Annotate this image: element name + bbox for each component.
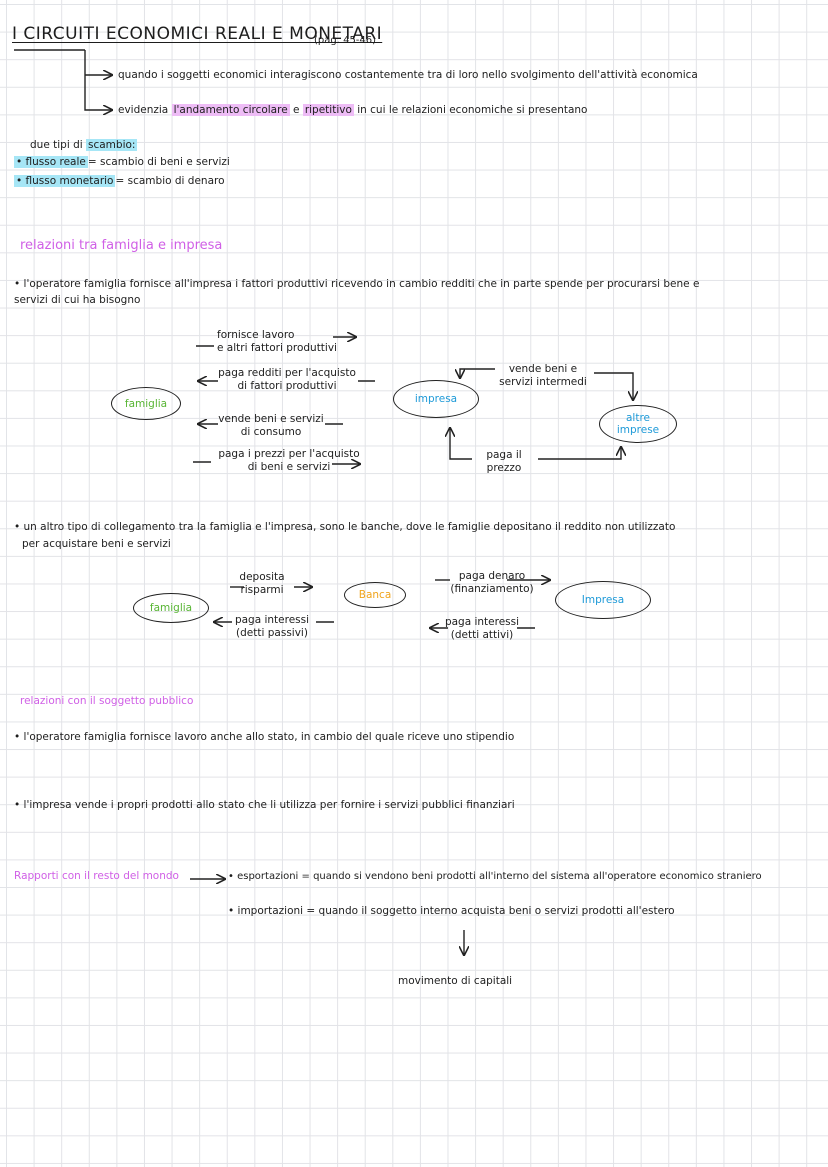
item-importazioni: • importazioni = quando il soggetto inte… xyxy=(228,905,675,917)
flow-label-vende-intermedi: vende beni e servizi intermedi xyxy=(499,363,587,388)
section-heading-famiglia-impresa: relazioni tra famiglia e impresa xyxy=(20,238,223,253)
paragraph-line: servizi di cui ha bisogno xyxy=(14,294,141,306)
section-heading-mondo: Rapporti con il resto del mondo xyxy=(14,870,179,882)
flow-label-paga-denaro: paga denaro (finanziamento) xyxy=(450,570,534,595)
flow-label-paga-redditi: paga redditi per l'acquisto di fattori p… xyxy=(218,367,356,392)
flow-label-interessi-attivi: paga interessi (detti attivi) xyxy=(444,616,520,641)
paragraph-stato-impresa: • l'impresa vende i propri prodotti allo… xyxy=(14,799,515,811)
node-banca: Banca xyxy=(344,582,406,608)
paragraph-line: • l'operatore famiglia fornisce all'impr… xyxy=(14,278,700,290)
flow-label-vende-beni: vende beni e servizi di consumo xyxy=(218,413,324,438)
intro-line-1: quando i soggetti economici interagiscon… xyxy=(118,69,698,81)
node-altre-imprese: altre imprese xyxy=(599,405,677,443)
flow-label-paga-prezzo: paga il prezzo xyxy=(486,449,522,474)
highlight-ripetitivo: ripetitivo xyxy=(302,104,354,116)
flow-label-fornisce-lavoro: fornisce lavoro e altri fattori produtti… xyxy=(217,329,337,354)
flow-label-deposita: deposita risparmi xyxy=(239,571,285,596)
result-movimento-capitali: movimento di capitali xyxy=(398,975,513,987)
flow-label-interessi-passivi: paga interessi (detti passivi) xyxy=(234,614,310,639)
page-reference: (pag. 45-46) xyxy=(314,35,377,46)
scambio-item-monetario: • flusso monetario= scambio di denaro xyxy=(14,175,225,187)
flow-label-paga-prezzi: paga i prezzi per l'acquisto di beni e s… xyxy=(218,448,360,473)
highlight-circolare: l'andamento circolare xyxy=(171,104,290,116)
node-impresa: impresa xyxy=(393,380,479,418)
section-heading-pubblico: relazioni con il soggetto pubblico xyxy=(20,695,194,707)
highlight-scambio: scambio: xyxy=(86,139,138,151)
paragraph-line: per acquistare beni e servizi xyxy=(22,538,171,550)
page-title: I CIRCUITI ECONOMICI REALI E MONETARI xyxy=(12,24,383,44)
scambio-intro: due tipi di scambio: xyxy=(30,139,138,151)
intro-line-2: evidenzia l'andamento circolare e ripeti… xyxy=(118,104,588,116)
node-famiglia: famiglia xyxy=(111,387,181,420)
node-famiglia-2: famiglia xyxy=(133,593,209,623)
node-impresa-2: Impresa xyxy=(555,581,651,619)
paragraph-stato-famiglia: • l'operatore famiglia fornisce lavoro a… xyxy=(14,731,515,743)
scambio-item-reale: • flusso reale= scambio di beni e serviz… xyxy=(14,156,230,168)
paragraph-line: • un altro tipo di collegamento tra la f… xyxy=(14,521,676,533)
item-esportazioni: • esportazioni = quando si vendono beni … xyxy=(228,871,762,882)
